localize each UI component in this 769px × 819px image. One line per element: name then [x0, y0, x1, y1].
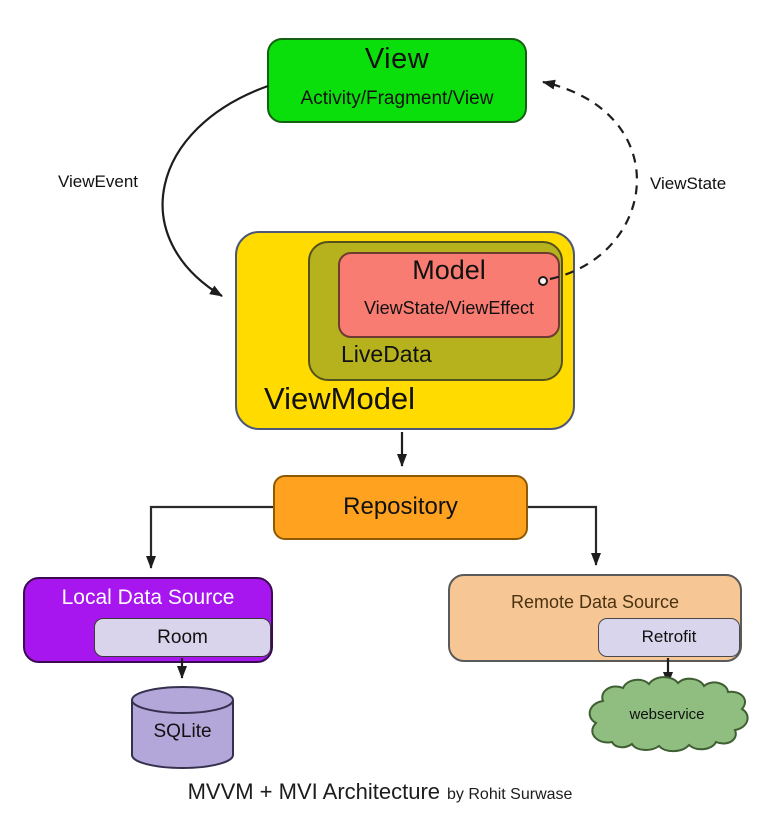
- repository-node: Repository: [273, 475, 528, 540]
- remote-data-source-title: Remote Data Source: [510, 592, 680, 612]
- webservice-label: webservice: [629, 706, 705, 723]
- model-node-title: Model: [412, 255, 486, 285]
- viewmodel-node-title: ViewModel: [264, 381, 416, 416]
- retrofit-node: Retrofit: [598, 618, 740, 657]
- repository-to-local-arrow: [146, 505, 273, 569]
- local-data-source-title: Local Data Source: [61, 586, 235, 609]
- view-state-edge-label: ViewState: [650, 174, 727, 193]
- view-node-title: View: [364, 43, 430, 75]
- room-node: Room: [94, 618, 271, 657]
- view-node: View Activity/Fragment/View: [267, 38, 527, 123]
- caption-byline: by Rohit Surwase: [447, 786, 573, 803]
- livedata-node-title: LiveData: [341, 341, 432, 367]
- room-node-title: Room: [157, 627, 208, 648]
- view-event-edge-label: ViewEvent: [58, 172, 139, 191]
- caption-title: MVVM + MVI Architecture: [187, 779, 441, 804]
- model-node: Model ViewState/ViewEffect: [338, 252, 560, 338]
- repository-to-remote-arrow: [528, 505, 601, 566]
- retrofit-node-title: Retrofit: [641, 627, 697, 646]
- repository-node-title: Repository: [343, 493, 458, 520]
- model-node-subtitle: ViewState/ViewEffect: [363, 298, 535, 318]
- diagram-caption: MVVM + MVI Architecture by Rohit Surwase: [0, 779, 760, 805]
- view-node-subtitle: Activity/Fragment/View: [300, 88, 494, 109]
- sqlite-label: SQLite: [153, 721, 212, 742]
